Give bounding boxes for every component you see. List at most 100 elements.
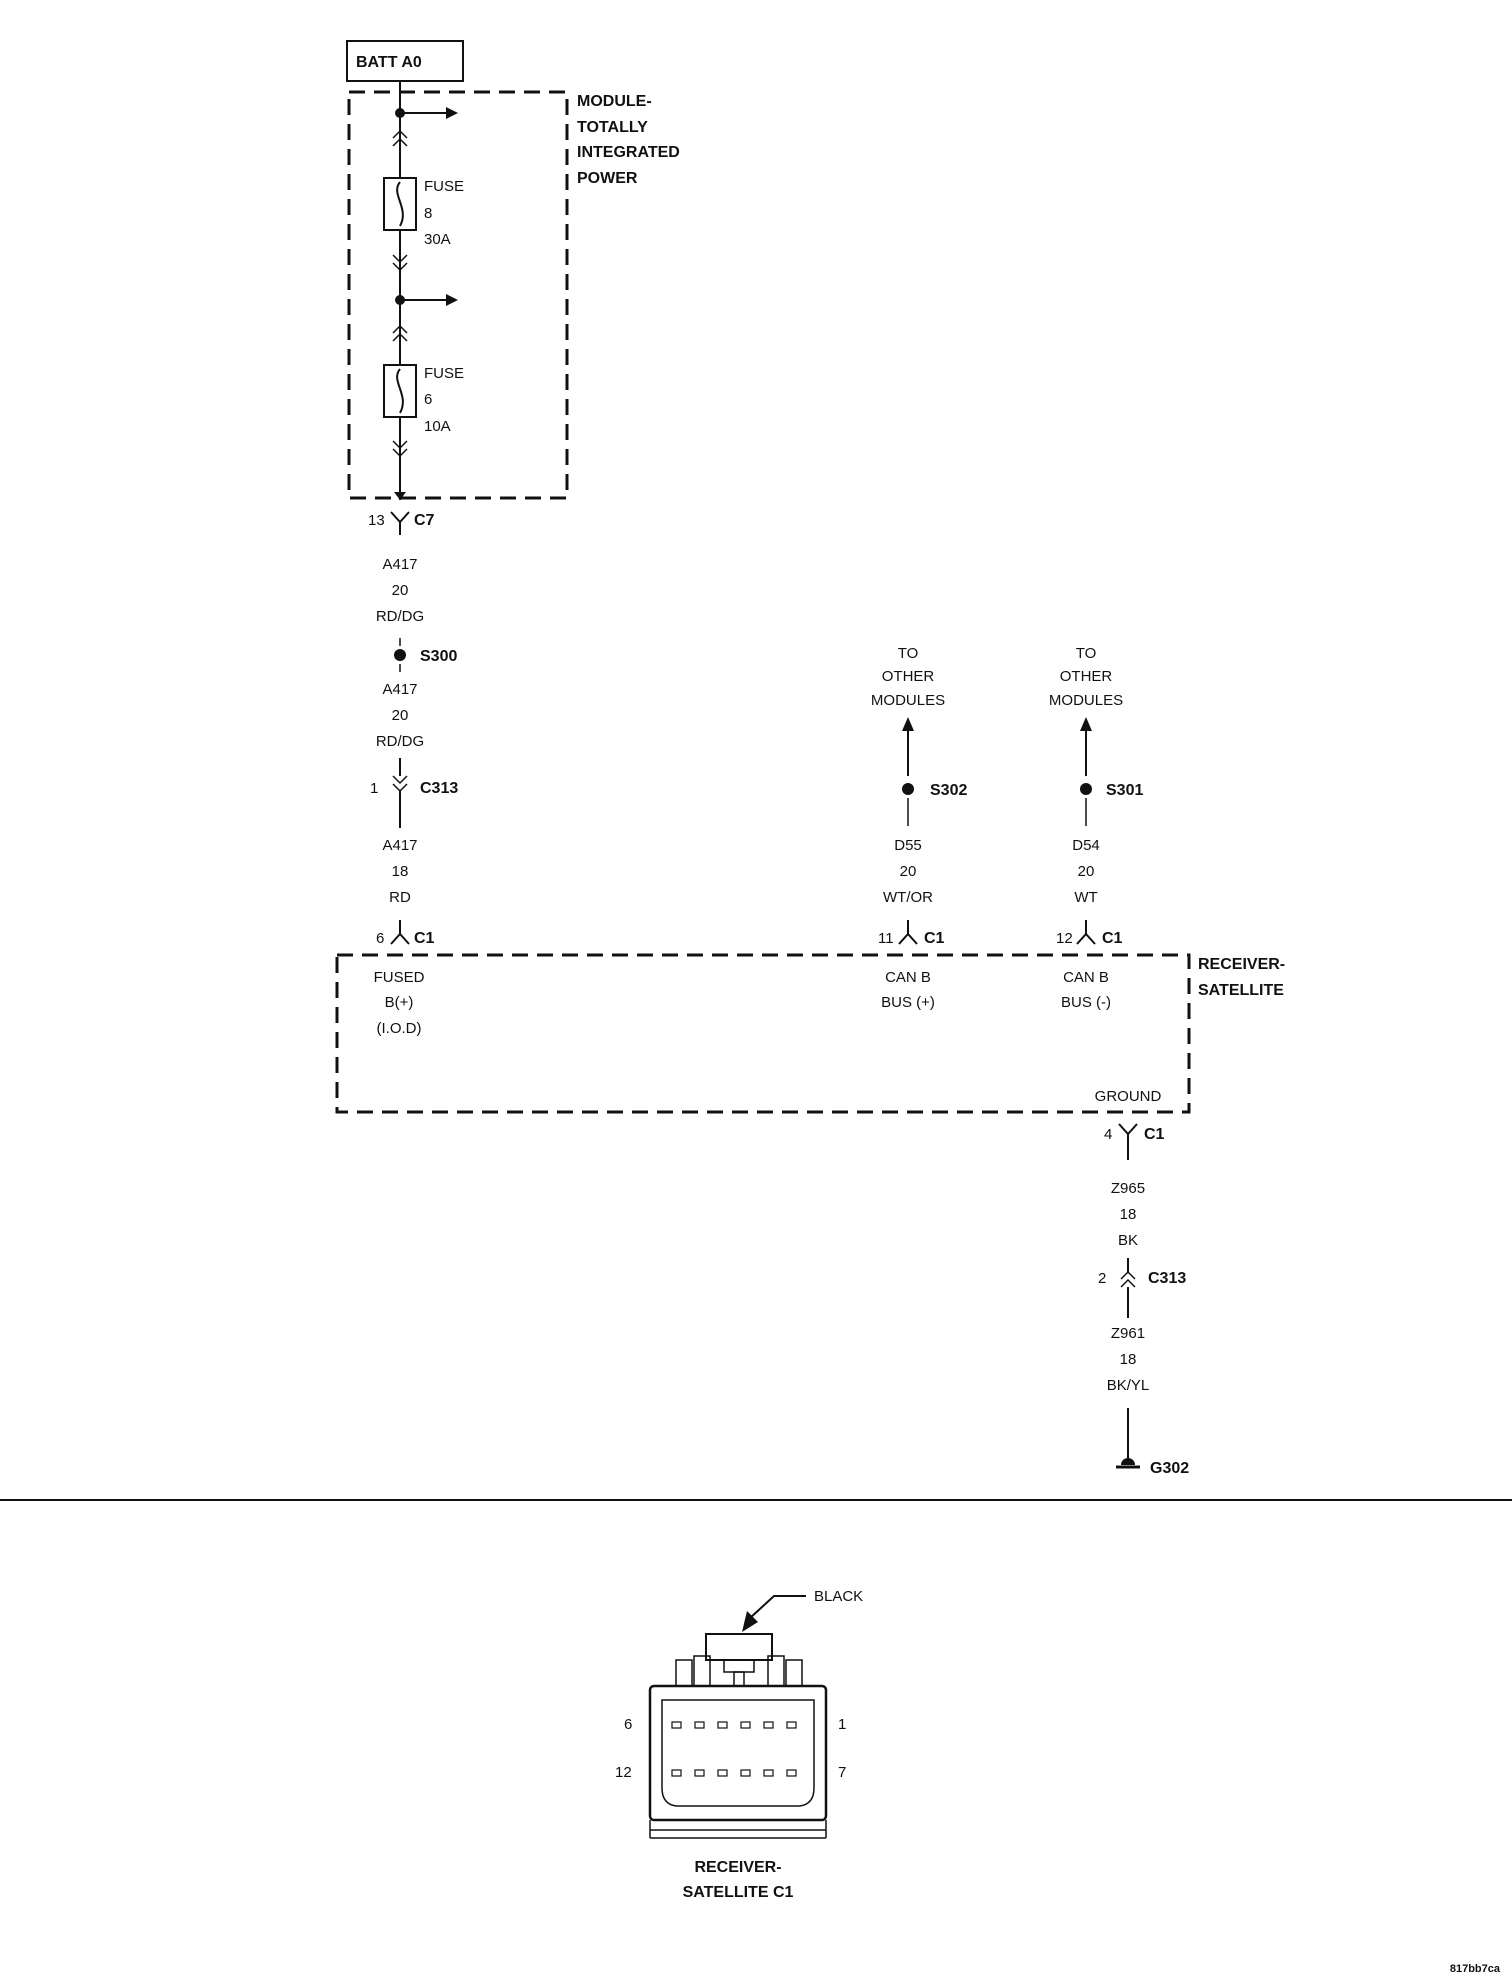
svg-text:S300: S300 [420, 648, 457, 665]
svg-text:30A: 30A [424, 231, 451, 248]
svg-text:BATT A0: BATT A0 [356, 54, 422, 71]
svg-text:20: 20 [1078, 863, 1095, 880]
svg-text:C7: C7 [414, 512, 435, 529]
connector-symbol [392, 254, 408, 272]
svg-text:D54: D54 [1072, 837, 1100, 854]
svg-text:SATELLITE: SATELLITE [1198, 982, 1284, 999]
wire-z961-label: Z961 18 BK/YL [1107, 1325, 1150, 1394]
wire-d55-label: D55 20 WT/OR [883, 837, 933, 906]
svg-text:Z961: Z961 [1111, 1325, 1145, 1342]
receiver-satellite-outline [335, 953, 1191, 1114]
svg-text:MODULES: MODULES [871, 692, 945, 709]
fuse-8-label: FUSE 8 30A [424, 178, 464, 248]
svg-text:8: 8 [424, 205, 432, 222]
svg-text:TO: TO [898, 645, 919, 662]
svg-text:C1: C1 [924, 930, 945, 947]
splice-s302: S302 [902, 782, 967, 826]
tipm-module-outline [347, 90, 569, 500]
svg-text:1: 1 [838, 1716, 846, 1733]
svg-text:FUSED: FUSED [374, 969, 425, 986]
arrow-to-modules-2 [1080, 717, 1092, 776]
svg-text:12: 12 [1056, 930, 1073, 947]
svg-text:RECEIVER-: RECEIVER- [1198, 956, 1285, 973]
connector-c1-pin-4: 4 C1 [1104, 1123, 1165, 1160]
connector-symbol [392, 129, 408, 147]
wire-d54-label: D54 20 WT [1072, 837, 1100, 906]
svg-text:6: 6 [624, 1716, 632, 1733]
svg-text:C1: C1 [414, 930, 435, 947]
fuse-8 [383, 177, 417, 231]
svg-text:OTHER: OTHER [882, 668, 935, 685]
svg-text:11: 11 [878, 930, 894, 947]
svg-text:RECEIVER-: RECEIVER- [694, 1859, 781, 1876]
ground-label: GROUND [1095, 1088, 1162, 1105]
svg-text:S301: S301 [1106, 782, 1143, 799]
svg-text:2: 2 [1098, 1270, 1106, 1287]
svg-text:20: 20 [392, 707, 409, 724]
svg-text:BUS (+): BUS (+) [881, 994, 935, 1011]
wire-a417-label-3: A417 18 RD [382, 837, 417, 906]
svg-text:C313: C313 [1148, 1270, 1186, 1287]
arrow-head [394, 492, 406, 500]
svg-text:18: 18 [1120, 1351, 1137, 1368]
to-other-modules-label-1: TO OTHER MODULES [871, 645, 945, 709]
wire-a417-label-1: A417 20 RD/DG [376, 556, 424, 625]
fuse-6 [383, 364, 417, 418]
ground-g302: G302 [1116, 1408, 1189, 1477]
svg-text:POWER: POWER [577, 170, 638, 187]
connector-c313-bottom: 2 C313 [1098, 1258, 1186, 1318]
svg-text:S302: S302 [930, 782, 967, 799]
tipm-module-label: MODULE- TOTALLY INTEGRATED POWER [577, 93, 680, 187]
svg-text:6: 6 [376, 930, 384, 947]
svg-text:C313: C313 [420, 780, 458, 797]
connector-symbol [392, 440, 408, 458]
arrow-to-modules-1 [902, 717, 914, 776]
svg-text:WT: WT [1074, 889, 1097, 906]
svg-text:B(+): B(+) [385, 994, 414, 1011]
splice-s300: S300 [394, 638, 457, 672]
svg-text:12: 12 [615, 1764, 632, 1781]
svg-text:RD/DG: RD/DG [376, 608, 424, 625]
connector-c1-pin-6: 6 C1 [376, 920, 435, 947]
svg-text:BLACK: BLACK [814, 1588, 863, 1605]
connector-c7: 13 C7 [368, 511, 435, 535]
svg-text:BUS (-): BUS (-) [1061, 994, 1111, 1011]
to-other-modules-label-2: TO OTHER MODULES [1049, 645, 1123, 709]
wire-a417-label-2: A417 20 RD/DG [376, 681, 424, 750]
batt-a0-label: BATT A0 [346, 40, 464, 82]
svg-text:RD: RD [389, 889, 411, 906]
svg-text:MODULES: MODULES [1049, 692, 1123, 709]
svg-text:Z965: Z965 [1111, 1180, 1145, 1197]
svg-text:18: 18 [1120, 1206, 1137, 1223]
svg-text:A417: A417 [382, 556, 417, 573]
svg-text:CAN B: CAN B [885, 969, 931, 986]
svg-text:TO: TO [1076, 645, 1097, 662]
splice-s301: S301 [1080, 782, 1143, 826]
svg-text:C1: C1 [1102, 930, 1123, 947]
fuse-6-label: FUSE 6 10A [424, 365, 464, 435]
svg-text:MODULE-: MODULE- [577, 93, 652, 110]
svg-text:13: 13 [368, 512, 385, 529]
svg-text:BK/YL: BK/YL [1107, 1377, 1150, 1394]
svg-text:FUSE: FUSE [424, 365, 464, 382]
connector-c313-top: 1 C313 [370, 758, 458, 828]
svg-text:1: 1 [370, 780, 378, 797]
can-b-bus-plus-label: CAN B BUS (+) [881, 969, 935, 1011]
svg-text:TOTALLY: TOTALLY [577, 119, 648, 136]
can-b-bus-minus-label: CAN B BUS (-) [1061, 969, 1111, 1011]
receiver-satellite-label: RECEIVER- SATELLITE [1198, 956, 1285, 999]
fused-b-plus-label: FUSED B(+) (I.O.D) [374, 969, 425, 1037]
svg-text:WT/OR: WT/OR [883, 889, 933, 906]
tipm-splice-arrow-1 [395, 107, 458, 119]
svg-text:INTEGRATED: INTEGRATED [577, 144, 680, 161]
svg-text:6: 6 [424, 391, 432, 408]
connector-symbol [392, 324, 408, 342]
svg-text:RD/DG: RD/DG [376, 733, 424, 750]
svg-text:10A: 10A [424, 418, 451, 435]
figure-id: 817bb7ca [1450, 1963, 1501, 1975]
connector-c1-pin-11: 11 C1 [878, 920, 945, 947]
svg-text:CAN B: CAN B [1063, 969, 1109, 986]
svg-text:D55: D55 [894, 837, 922, 854]
svg-text:BK: BK [1118, 1232, 1138, 1249]
